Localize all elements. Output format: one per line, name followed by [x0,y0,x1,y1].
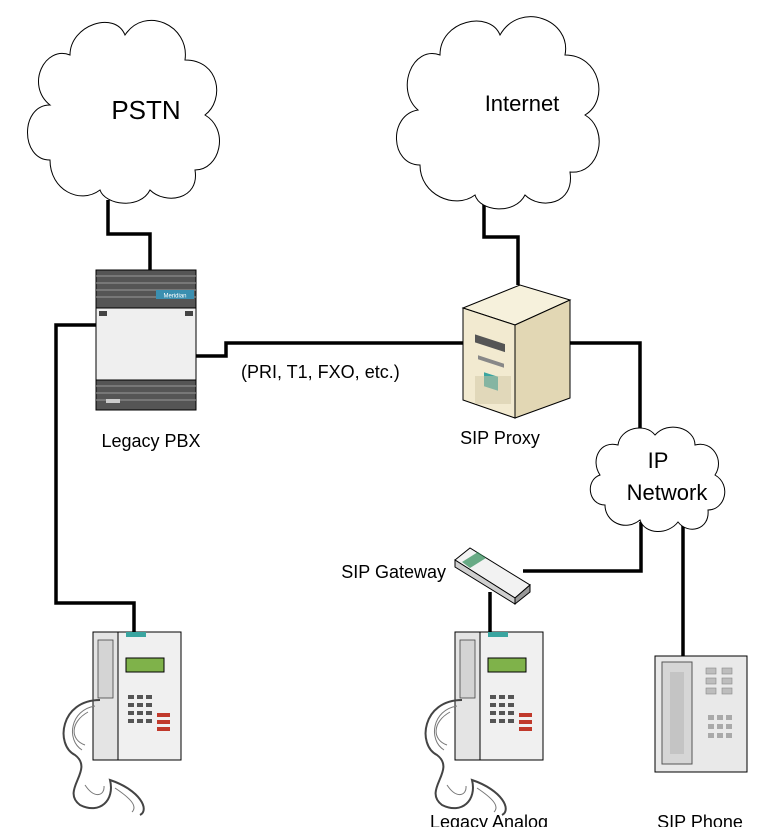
internet-cloud: Internet [396,16,600,210]
analog-phone-label: Legacy Analog [430,812,548,827]
pbx-device: Meridian Legacy PBX [95,269,201,451]
phone-display [125,657,165,673]
legacy-phone-left [62,631,182,816]
gateway-side [514,583,531,606]
link-ipnet-gateway [523,522,643,573]
sip-phone-label: SIP Phone [657,812,743,827]
sip-gateway-device: SIP Gateway [341,547,531,606]
pbx-body [95,307,197,381]
sip-proxy-device: SIP Proxy [460,284,572,448]
pbx-badge-text: Meridian [163,294,186,300]
connection-lines [54,200,685,656]
phone-cord [424,699,507,816]
pbx-badge [156,290,194,299]
pbx-label: Legacy PBX [101,431,200,451]
pbx-proxy-link-label: (PRI, T1, FXO, etc.) [241,362,400,382]
sip-phone-device: SIP Phone [654,655,748,827]
link-pstn-pbx [106,200,152,270]
legacy-phone-analog: Legacy Analog [424,631,548,827]
gateway-label: SIP Gateway [341,562,446,582]
pbx-base [95,379,197,411]
ip-network-label-line2: Network [627,480,709,505]
pstn-label: PSTN [111,95,180,125]
ip-network-label-line1: IP [648,448,669,473]
link-internet-proxy [482,202,520,285]
link-pbx-phone [54,323,136,635]
pstn-cloud: PSTN [27,19,220,204]
phone-display [487,657,527,673]
link-pbx-proxy [195,341,463,358]
link-proxy-ipnet [570,341,642,450]
phone-cord [62,699,145,816]
proxy-label: SIP Proxy [460,428,540,448]
proxy-side [514,299,571,419]
ip-network-cloud: IP Network [590,426,726,532]
internet-label: Internet [485,91,560,116]
